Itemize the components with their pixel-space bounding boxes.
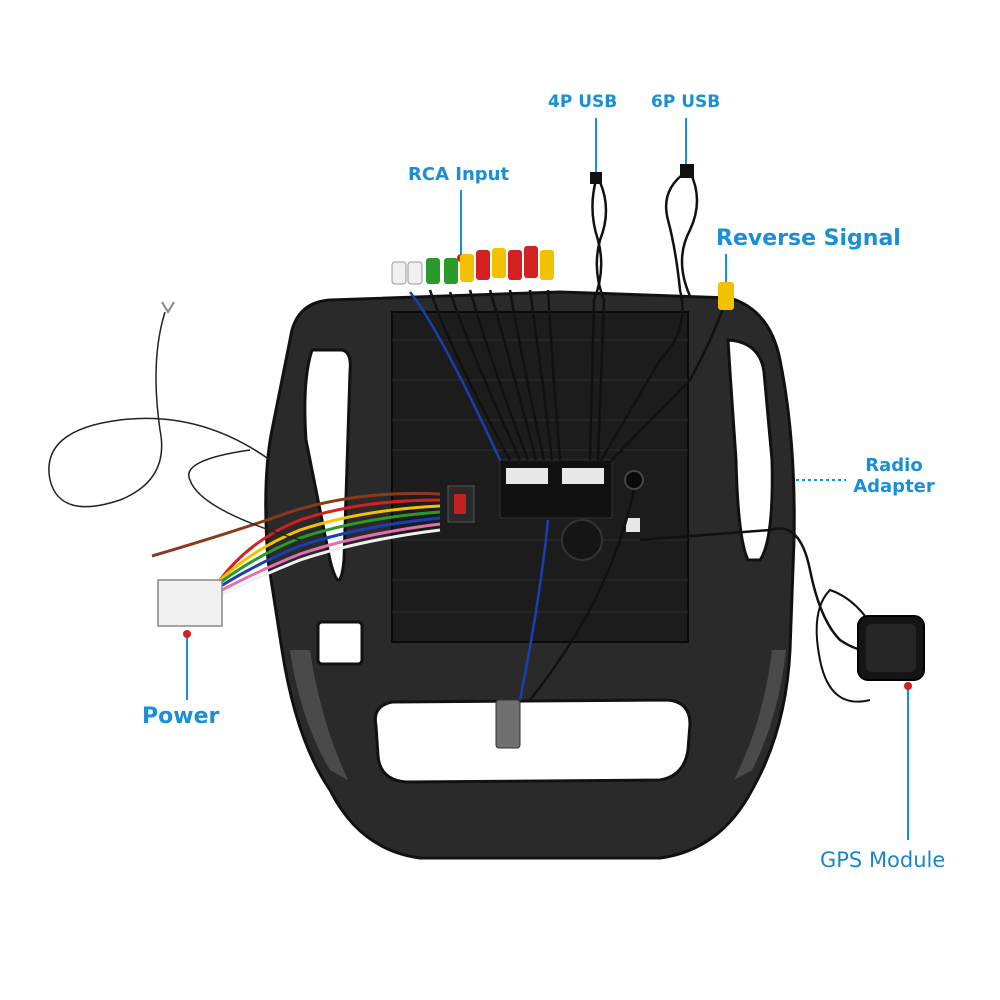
label-radio-line2: Adapter [853,475,935,497]
power-harness [48,311,441,612]
label-rca-input: RCA Input [408,164,510,185]
reverse-signal-plug [718,282,734,310]
gps-module [815,588,925,703]
label-gps-module: GPS Module [820,848,946,872]
label-radio-line1: Radio [865,455,923,476]
usb-6p-plug [680,164,694,178]
label-6p-usb: 6P USB [651,92,721,112]
antenna-connector [495,699,521,749]
ground-fork-terminal [161,301,175,314]
callout-dot-power [183,630,191,638]
power-connector [157,579,223,627]
cable-bundle [409,170,882,701]
label-4p-usb: 4P USB [548,92,618,112]
label-reverse-signal: Reverse Signal [716,226,901,251]
label-radio-adapter: Radio Adapter [846,455,942,497]
rca-plugs [391,246,554,285]
callout-dot-gps [904,682,912,690]
usb-4p-plug [590,172,602,184]
label-power: Power [142,704,220,729]
